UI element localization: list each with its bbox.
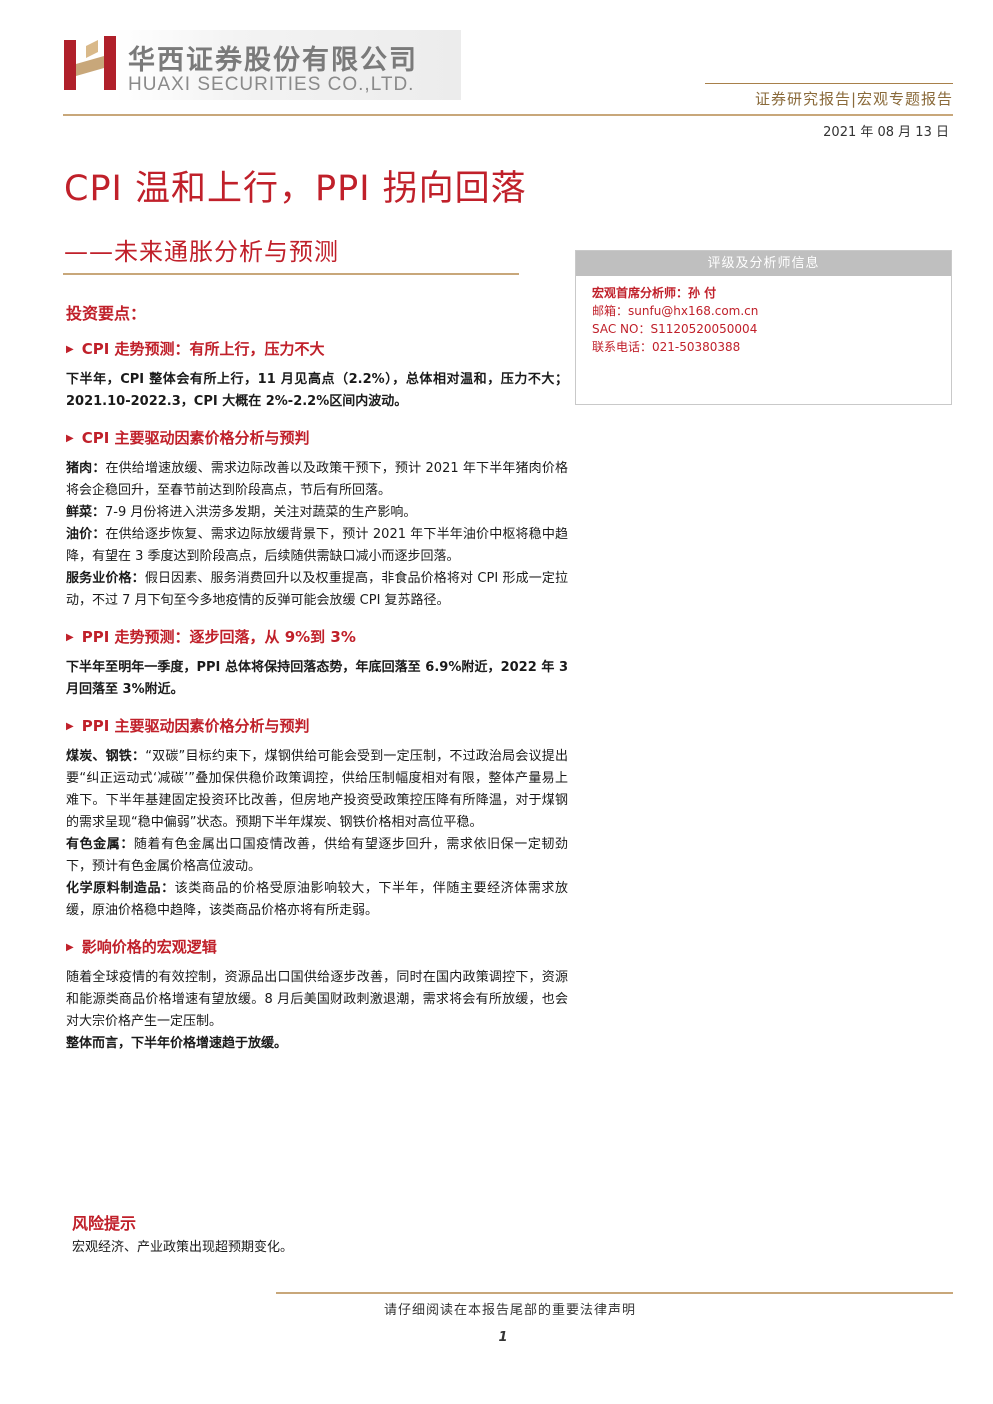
paragraph: 整体而言，下半年价格增速趋于放缓。	[66, 1036, 288, 1051]
triangle-bullet-icon: ▶	[66, 433, 74, 444]
header-divider	[63, 114, 953, 116]
keyword: 煤炭、钢铁：	[66, 749, 146, 764]
paragraph: 油价：在供给逐步恢复、需求边际放缓背景下，预计 2021 年下半年油价中枢将稳中…	[66, 527, 568, 564]
triangle-bullet-icon: ▶	[66, 942, 74, 953]
triangle-bullet-icon: ▶	[66, 632, 74, 643]
paragraph: 下半年至明年一季度，PPI 总体将保持回落态势，年底回落至 6.9%附近，202…	[66, 660, 568, 697]
point-heading: ▶PPI 主要驱动因素价格分析与预判	[66, 717, 310, 735]
header-divider-short	[705, 83, 953, 84]
section-title: 投资要点：	[66, 304, 147, 323]
triangle-bullet-icon: ▶	[66, 721, 74, 732]
footer-divider	[276, 1292, 953, 1294]
paragraph: 煤炭、钢铁：“双碳”目标约束下，煤钢供给可能会受到一定压制，不过政治局会议提出要…	[66, 749, 568, 830]
point-heading: ▶CPI 走势预测：有所上行，压力不大	[66, 340, 325, 358]
page-title: CPI 温和上行，PPI 拐向回落	[64, 169, 527, 209]
page-subtitle: ——未来通胀分析与预测	[64, 238, 339, 266]
point-heading: ▶PPI 走势预测：逐步回落，从 9%到 3%	[66, 628, 356, 646]
company-logo-icon	[64, 34, 116, 92]
keyword: 油价：	[66, 527, 106, 542]
company-name-cn: 华西证券股份有限公司	[128, 45, 418, 76]
analyst-info-box: 评级及分析师信息 宏观首席分析师：孙 付 邮箱：sunfu@hx168.com.…	[575, 250, 952, 405]
paragraph: 随着全球疫情的有效控制，资源品出口国供给逐步改善，同时在国内政策调控下，资源和能…	[66, 970, 568, 1029]
analyst-details: 宏观首席分析师：孙 付 邮箱：sunfu@hx168.com.cn SAC NO…	[576, 276, 951, 356]
analyst-sac: SAC NO：S1120520050004	[592, 322, 758, 336]
company-name-en: HUAXI SECURITIES CO.,LTD.	[128, 74, 415, 95]
point-heading: ▶CPI 主要驱动因素价格分析与预判	[66, 429, 310, 447]
report-type: 证券研究报告|宏观专题报告	[754, 90, 953, 108]
paragraph: 鲜菜：7-9 月份将进入洪涝多发期，关注对蔬菜的生产影响。	[66, 505, 417, 520]
analyst-box-title: 评级及分析师信息	[576, 251, 951, 276]
report-date: 2021 年 08 月 13 日	[823, 125, 949, 140]
keyword: 有色金属：	[66, 837, 134, 852]
analyst-phone: 联系电话：021-50380388	[592, 340, 741, 354]
keyword: 猪肉：	[66, 461, 106, 476]
paragraph: 有色金属：随着有色金属出口国疫情改善，供给有望逐步回升，需求依旧保一定韧劲下，预…	[66, 837, 568, 874]
main-content: 投资要点： ▶CPI 走势预测：有所上行，压力不大 下半年，CPI 整体会有所上…	[66, 300, 568, 1055]
analyst-name: 宏观首席分析师：孙 付	[592, 286, 717, 300]
keyword: 化学原料制造品：	[66, 881, 175, 896]
paragraph: 服务业价格：假日因素、服务消费回升以及权重提高，非食品价格将对 CPI 形成一定…	[66, 571, 568, 608]
keyword: 鲜菜：	[66, 505, 106, 520]
risk-title: 风险提示	[72, 1214, 137, 1233]
subtitle-divider	[63, 273, 519, 275]
footer-note: 请仔细阅读在本报告尾部的重要法律声明	[383, 1303, 636, 1318]
logo-band	[116, 30, 461, 100]
paragraph: 下半年，CPI 整体会有所上行，11 月见高点（2.2%），总体相对温和，压力不…	[66, 372, 568, 409]
paragraph: 化学原料制造品：该类商品的价格受原油影响较大，下半年，伴随主要经济体需求放缓，原…	[66, 881, 568, 918]
triangle-bullet-icon: ▶	[66, 344, 74, 355]
risk-text: 宏观经济、产业政策出现超预期变化。	[72, 1240, 294, 1255]
keyword: 服务业价格：	[66, 571, 145, 586]
analyst-email: 邮箱：sunfu@hx168.com.cn	[592, 304, 759, 318]
point-heading: ▶影响价格的宏观逻辑	[66, 938, 217, 956]
page-number: 1	[498, 1330, 508, 1345]
paragraph: 猪肉：在供给增速放缓、需求边际改善以及政策干预下，预计 2021 年下半年猪肉价…	[66, 461, 568, 498]
